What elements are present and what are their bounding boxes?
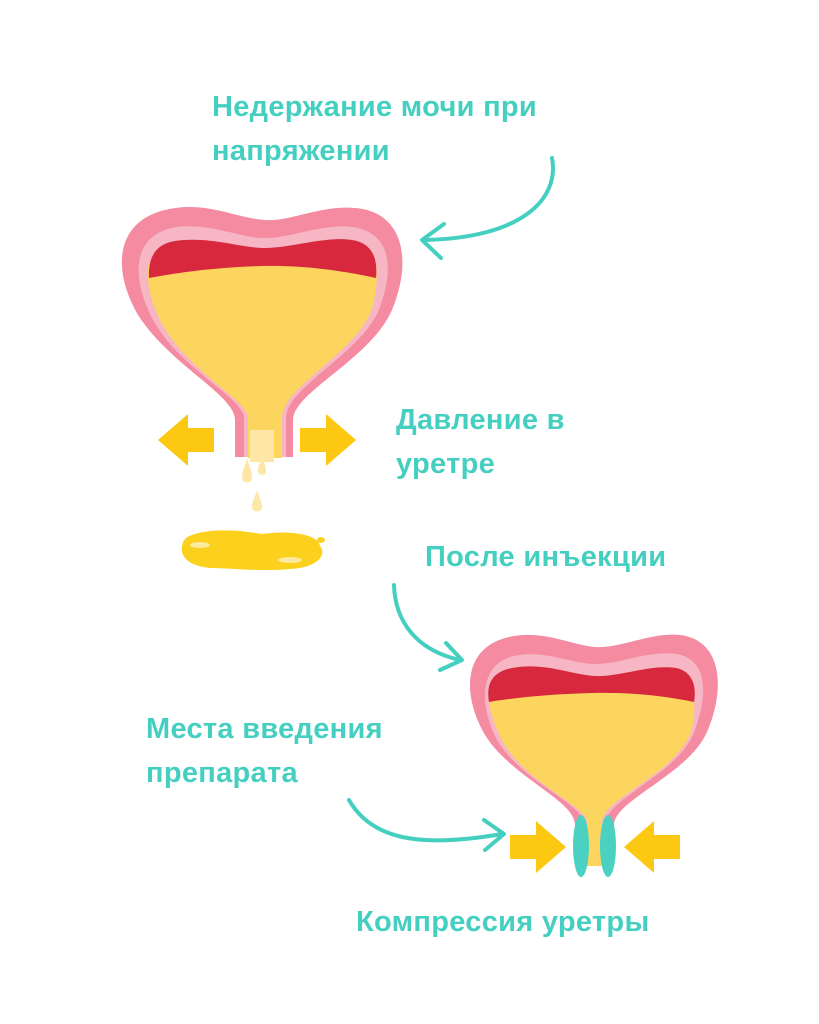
- bladder-top-layer: [488, 666, 695, 702]
- urine-puddle: [181, 530, 323, 571]
- label-injection-sites-line1: Места введения: [146, 713, 383, 745]
- puddle-splash: [317, 537, 325, 543]
- curved-arrow-icon: [347, 798, 504, 843]
- label-urethra-compression: Компрессия уретры: [356, 900, 650, 944]
- label-urethra-pressure: Давление в уретре: [396, 398, 565, 486]
- bladder-before-injection: [121, 206, 403, 571]
- label-stress-incontinence-line1: Недержание мочи при: [212, 91, 538, 123]
- label-stress-incontinence-line2: напряжении: [212, 135, 390, 167]
- block-arrow-icon: [510, 821, 566, 873]
- curved-arrow-icon-head: [438, 641, 464, 672]
- label-after-injection: После инъекции: [425, 535, 666, 579]
- label-urethra-compression-text: Компрессия уретры: [356, 906, 650, 938]
- bladder-urine: [147, 262, 377, 458]
- label-urethra-pressure-line1: Давление в: [396, 404, 565, 436]
- curved-arrow-icon-head: [482, 818, 506, 852]
- drop-icon: [252, 490, 262, 512]
- block-arrow-icon: [300, 414, 356, 466]
- puddle-highlight: [278, 557, 302, 563]
- label-injection-sites: Места введения препарата: [146, 707, 383, 795]
- block-arrow-icon: [158, 414, 214, 466]
- pointer-arrows: [347, 156, 555, 852]
- curved-arrow-icon-head: [420, 222, 446, 260]
- label-after-injection-text: После инъекции: [425, 541, 667, 573]
- drop-icon: [242, 458, 252, 483]
- block-arrow-icon: [624, 821, 680, 873]
- label-stress-incontinence: Недержание мочи при напряжении: [212, 85, 537, 173]
- injection-deposit: [600, 815, 616, 877]
- label-urethra-pressure-line2: уретре: [396, 448, 496, 480]
- puddle-highlight: [190, 542, 210, 548]
- drop-icon: [258, 456, 266, 475]
- bladder-after-injection: [469, 634, 718, 877]
- curved-arrow-icon: [423, 156, 555, 242]
- bladder-urine: [488, 692, 695, 866]
- bladder-top-layer: [148, 239, 377, 278]
- label-injection-sites-line2: препарата: [146, 757, 298, 789]
- curved-arrow-icon: [392, 583, 462, 662]
- injection-deposit: [573, 815, 589, 877]
